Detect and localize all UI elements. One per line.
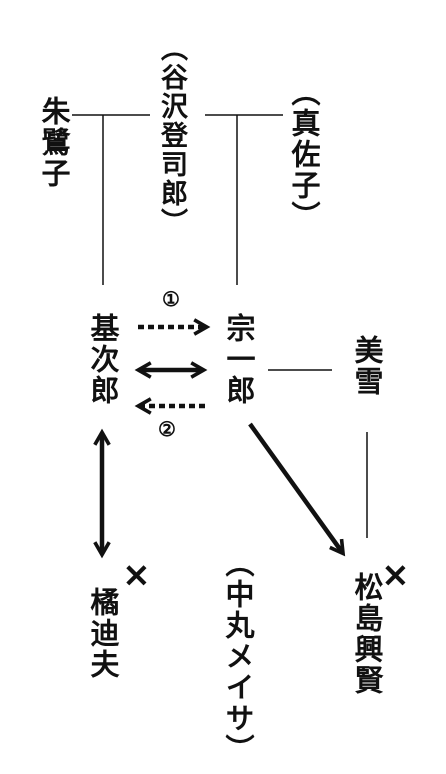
marker-two: ② (158, 417, 176, 441)
name-soichiro: 宗一郎 (222, 313, 256, 406)
name-masako: （真佐子） (287, 77, 321, 232)
name-tachibana-michio: 橘迪夫 (86, 587, 120, 680)
name-nakamaru-meisa: （中丸メイサ） (221, 548, 255, 765)
name-motojiro: 基次郎 (86, 313, 120, 406)
name-tanizawa-tojiro: （谷沢登司郎） (156, 34, 187, 237)
cross-icon-tachibana: ✕ (123, 557, 150, 595)
arrow-diagonal (248, 422, 346, 557)
marker-one: ① (162, 287, 180, 311)
cross-icon-matsushima: ✕ (382, 557, 409, 595)
name-miyuki: 美雪 (350, 335, 384, 397)
name-tokiko: 朱鷺子 (37, 96, 71, 189)
name-matsushima-koken: 松島興賢 (350, 572, 384, 696)
